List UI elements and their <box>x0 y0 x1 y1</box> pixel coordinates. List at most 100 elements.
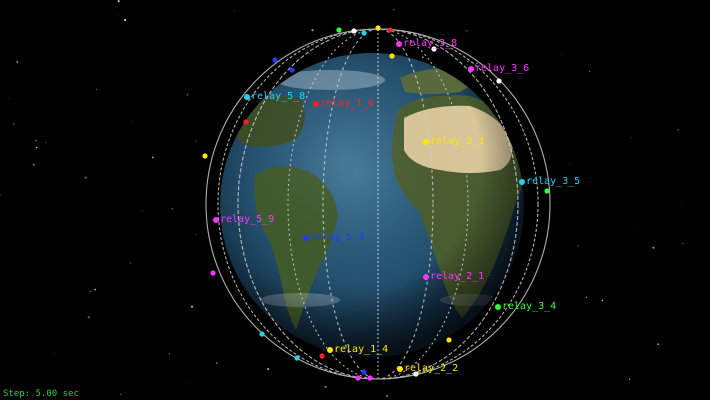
satellite-dot[interactable] <box>423 274 429 280</box>
satellite-dot-unlabeled[interactable] <box>367 375 373 381</box>
star <box>120 393 122 395</box>
star <box>267 368 270 370</box>
star <box>577 244 580 247</box>
satellite-dot-unlabeled[interactable] <box>243 119 249 125</box>
star <box>560 54 562 56</box>
star <box>94 288 97 291</box>
star <box>131 121 133 122</box>
star <box>119 14 121 16</box>
satellite-dot-unlabeled[interactable] <box>361 369 367 375</box>
star <box>234 10 236 12</box>
star <box>190 305 194 308</box>
satellite-label: relay_2_3 <box>430 136 485 147</box>
star <box>32 163 35 166</box>
satellite-dot-unlabeled[interactable] <box>413 371 419 377</box>
star <box>89 290 92 293</box>
satellite-label: relay_1_6 <box>320 98 375 109</box>
satellite-label: relay_5_3 <box>310 232 365 243</box>
star <box>466 29 468 32</box>
satellite-dot-unlabeled[interactable] <box>355 375 361 381</box>
star <box>195 233 197 235</box>
satellite-dot-unlabeled[interactable] <box>375 25 381 31</box>
satellite-dot-unlabeled[interactable] <box>336 27 342 33</box>
star <box>677 129 679 131</box>
star <box>466 60 469 63</box>
star <box>16 60 19 63</box>
satellite-dot[interactable] <box>397 366 403 372</box>
satellite-dot-unlabeled[interactable] <box>431 46 437 52</box>
star <box>123 18 127 22</box>
star <box>630 137 632 139</box>
star <box>35 140 37 142</box>
satellite-dot-unlabeled[interactable] <box>289 67 295 73</box>
satellite-dot-unlabeled[interactable] <box>387 27 393 33</box>
satellite-dot-unlabeled[interactable] <box>496 78 502 84</box>
satellite-label: relay_5_9 <box>220 214 275 225</box>
satellite-dot-unlabeled[interactable] <box>272 57 278 63</box>
star <box>186 93 189 96</box>
star <box>588 70 591 73</box>
satellite-dot[interactable] <box>327 347 333 353</box>
star <box>44 141 47 143</box>
star <box>12 123 15 125</box>
orbit-ring-2 <box>217 28 539 380</box>
satellite-label: relay_3_4 <box>502 301 557 312</box>
star <box>151 156 154 159</box>
star <box>141 210 143 212</box>
star <box>130 262 132 264</box>
satellite-dot[interactable] <box>213 217 219 223</box>
star <box>682 243 684 245</box>
satellite-dot-unlabeled[interactable] <box>389 53 395 59</box>
satellite-dot-unlabeled[interactable] <box>319 353 325 359</box>
star <box>311 29 314 32</box>
star <box>168 352 171 355</box>
star <box>54 352 56 353</box>
satellite-dot[interactable] <box>313 101 319 107</box>
star <box>476 62 478 64</box>
star <box>171 207 174 210</box>
satellite-dot[interactable] <box>495 304 501 310</box>
star <box>189 382 190 383</box>
simulation-step-status: Step: 5.00 sec <box>3 389 79 399</box>
star <box>393 9 395 11</box>
star <box>652 246 655 249</box>
star <box>324 385 327 388</box>
satellite-label: relay_2_1 <box>430 271 485 282</box>
star <box>657 343 660 346</box>
satellite-dot-unlabeled[interactable] <box>446 337 452 343</box>
satellite-dot-unlabeled[interactable] <box>294 355 300 361</box>
satellite-label: relay_3_6 <box>475 63 530 74</box>
satellite-dot-unlabeled[interactable] <box>210 270 216 276</box>
star <box>569 164 571 166</box>
star <box>350 20 352 22</box>
satellite-label: relay_1_4 <box>334 344 389 355</box>
star <box>117 0 120 3</box>
satellite-dot-unlabeled[interactable] <box>361 30 367 36</box>
satellite-dot-unlabeled[interactable] <box>202 153 208 159</box>
satellite-dot[interactable] <box>303 235 309 241</box>
star <box>84 176 87 179</box>
satellite-dot[interactable] <box>423 139 429 145</box>
star <box>629 378 631 380</box>
satellite-label: relay_2_2 <box>404 363 459 374</box>
star <box>442 33 444 36</box>
satellite-label: relay_3_5 <box>526 176 581 187</box>
star <box>215 362 218 364</box>
satellite-dot-unlabeled[interactable] <box>351 28 357 34</box>
earth-globe <box>220 53 524 357</box>
satellite-dot[interactable] <box>468 66 474 72</box>
star <box>421 56 424 59</box>
star <box>195 140 197 142</box>
unlabeled-satellites <box>202 25 550 381</box>
satellite-dot-unlabeled[interactable] <box>544 188 550 194</box>
satellite-dot[interactable] <box>244 94 250 100</box>
satellite-label: relay_5_8 <box>251 91 306 102</box>
satellite-label: relay_3_8 <box>403 38 458 49</box>
star <box>386 395 388 397</box>
satellite-dot-unlabeled[interactable] <box>259 331 265 337</box>
satellite-dot[interactable] <box>519 179 525 185</box>
star <box>439 39 441 41</box>
satellite-dot[interactable] <box>396 41 402 47</box>
